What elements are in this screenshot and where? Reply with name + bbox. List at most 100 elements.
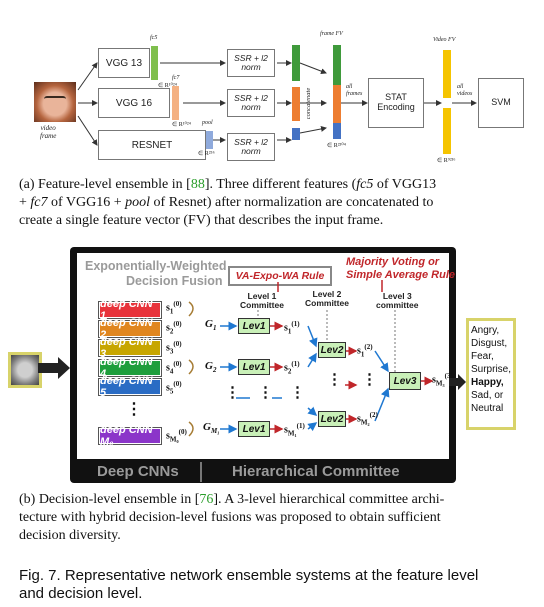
gM1-label: GM₁ — [203, 421, 220, 436]
norm-output-bar-orange — [292, 87, 300, 121]
sM3-3-label: sM₃(3) — [432, 372, 453, 388]
video-fv-bar-bottom — [443, 108, 451, 154]
lev3-box: Lev3 — [389, 372, 421, 390]
norm-output-bar-blue — [292, 128, 300, 140]
fc5-feature-bar — [151, 46, 158, 80]
sM1-1-label: sM₁(1) — [284, 422, 305, 438]
deep-cnn-1: deep CNN 1 — [99, 298, 161, 322]
resnet-label: RESNET — [131, 139, 173, 151]
emotion-output-box: Angry, Disgust, Fear, Surprise, Happy, S… — [466, 318, 516, 430]
deep-cnn-4: deep CNN 4 — [99, 356, 161, 380]
figure-caption-line1: Fig. 7. Representative network ensemble … — [19, 567, 479, 584]
sM2-2-label: sM₂(2) — [357, 411, 378, 427]
input-arrow-icon — [38, 357, 70, 379]
frame-fv-green — [333, 45, 341, 85]
emotion-angry: Angry, — [471, 325, 500, 336]
panel-b-divider — [200, 462, 202, 482]
panel-b-connectors — [188, 280, 434, 437]
cnn-dots: ⋮ — [126, 401, 142, 418]
panel-a-connectors — [77, 60, 477, 146]
norm-box-1: SSR + l2 norm — [227, 49, 275, 77]
caption-a-suffix: ]. Three different features ( — [204, 177, 357, 192]
s5-0-label: s5(0) — [166, 380, 182, 396]
vgg16-box: VGG 16 — [98, 88, 170, 118]
lev1-box-3: Lev1 — [238, 421, 270, 437]
s4-0-label: s4(0) — [166, 360, 182, 376]
svm-box: SVM — [478, 78, 524, 128]
vgg16-label: VGG 16 — [115, 97, 153, 109]
caption-b-suffix: ]. A 3-level hierarchical committee arch… — [213, 492, 445, 507]
video-fv-bar-top — [443, 50, 451, 98]
caption-b-line3: decision diversity. — [19, 528, 121, 543]
caption-b-ref[interactable]: 76 — [199, 492, 214, 507]
va-rule-box: VA-Expo-WA Rule — [228, 266, 332, 286]
level1-committee-label: Level 1 Committee — [240, 291, 284, 310]
g2-label: G2 — [205, 360, 217, 375]
stat-encoding-box: STAT Encoding — [368, 78, 424, 128]
caption-a-fc7: fc7 — [30, 195, 48, 210]
caption-a-t1: of VGG13 — [373, 177, 437, 192]
emotion-fear: Fear, — [471, 351, 494, 362]
emotion-sad: Sad, or — [471, 390, 504, 401]
lev1-dots: ⋮ — [225, 384, 240, 401]
fc7-label: fc7 — [172, 75, 180, 81]
s2-1-label: s2(1) — [284, 360, 300, 376]
s2-dots: ⋮ — [362, 371, 377, 388]
lev1-box-1: Lev1 — [238, 318, 270, 334]
caption-a-t2: of VGG16 + — [47, 195, 126, 210]
fc7-feature-bar — [172, 86, 179, 120]
norm-label-1: SSR + l2 norm — [234, 52, 268, 72]
deep-cnn-m0: deep CNN M₀ — [99, 424, 161, 448]
resnet-box: RESNET — [98, 130, 206, 160]
deep-cnn-2: deep CNN 2 — [99, 317, 161, 341]
r2304-label: ∈ R²³⁰⁴ — [327, 143, 346, 149]
s1-0-label: s1(0) — [166, 300, 182, 316]
caption-b-prefix: (b) Decision-level ensemble in [ — [19, 492, 200, 507]
r256-label: ∈ R²⁵⁶ — [198, 151, 215, 157]
caption-a-t3: of Resnet) after normalization are conca… — [150, 195, 434, 210]
lev1-dots-b: ⋮ — [258, 384, 273, 401]
caption-a-ref[interactable]: 88 — [190, 177, 205, 192]
caption-a-prefix: (a) Feature-level ensemble in [ — [19, 177, 191, 192]
lev1-box-2: Lev1 — [238, 359, 270, 375]
deep-cnns-title: Deep CNNs — [97, 463, 179, 480]
all-videos-label: all videos — [457, 84, 473, 97]
caption-a-line3: create a single feature vector (FV) that… — [19, 213, 384, 228]
lev2-box-1: Lev2 — [318, 342, 346, 358]
caption-a-line2a: + — [19, 195, 31, 210]
deep-cnn-3: deep CNN 3 — [99, 336, 161, 360]
s1-dots: ⋮ — [290, 384, 305, 401]
ewdf-title-line2: Decision Fusion — [126, 274, 223, 288]
norm-output-bar-green — [292, 45, 300, 81]
output-arrow-icon — [449, 374, 466, 390]
ewdf-title-line1: Exponentially-Weighted — [85, 259, 227, 273]
lev2-dots: ⋮ — [327, 371, 342, 388]
norm-box-3: SSR + l2 norm — [227, 133, 275, 161]
video-fv-label: Video FV — [433, 37, 456, 43]
face-eyes-icon — [44, 96, 66, 103]
vgg13-box: VGG 13 — [98, 48, 150, 78]
va-rule-label: VA-Expo-WA Rule — [235, 270, 325, 282]
lev2-box-2: Lev2 — [318, 411, 346, 427]
emotion-neutral: Neutral — [471, 403, 504, 414]
norm-label-2: SSR + l2 norm — [234, 92, 268, 112]
frame-fv-orange — [333, 85, 341, 123]
emotion-disgust: Disgust, — [471, 338, 508, 349]
input-label: video frame — [40, 124, 57, 140]
r1024-b-label: ∈ R¹⁰²⁴ — [172, 122, 191, 128]
majority-rule-line1: Majority Voting or — [346, 256, 440, 268]
figure-caption: Fig. 7. Representative network ensemble … — [19, 567, 539, 603]
level2-committee-label: Level 2 Committee — [305, 289, 349, 308]
deep-cnn-5: deep CNN 5 — [99, 375, 161, 399]
frame-fv-blue — [333, 123, 341, 139]
hierarchical-committee-title: Hierarchical Committee — [232, 463, 400, 480]
sM0-0-label: sM₀(0) — [166, 428, 187, 444]
stat-label: STAT Encoding — [377, 92, 415, 112]
s3-0-label: s3(0) — [166, 340, 182, 356]
emotion-surprise: Surprise, — [471, 364, 512, 375]
caption-a-fc5: fc5 — [356, 177, 374, 192]
caption-a-pool: pool — [125, 195, 151, 210]
s2-0-label: s2(0) — [166, 320, 182, 336]
frame-fv-label: frame FV — [320, 31, 343, 37]
face-image — [34, 82, 76, 122]
